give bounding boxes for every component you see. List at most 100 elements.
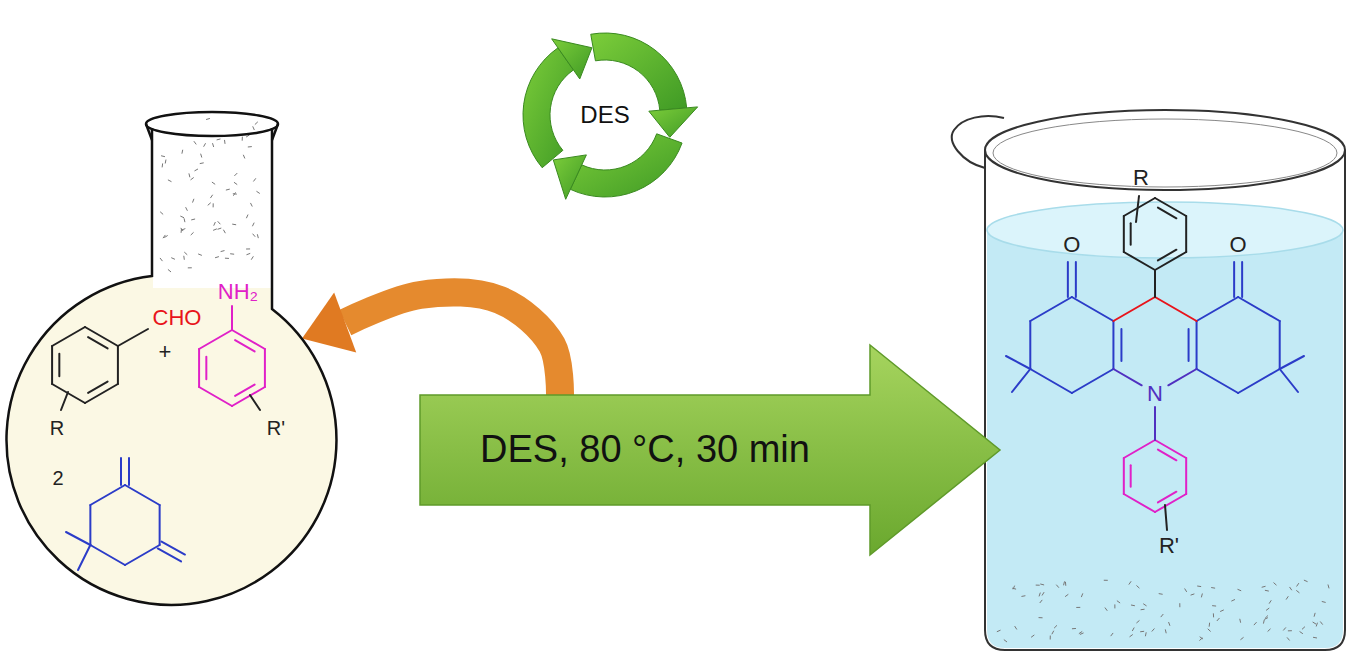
speckle xyxy=(171,258,175,260)
speckle xyxy=(1208,629,1211,632)
bond xyxy=(1158,492,1176,503)
bond xyxy=(1155,440,1186,458)
speckle xyxy=(1322,601,1326,603)
speckle xyxy=(160,258,162,261)
speckle xyxy=(188,267,192,268)
speckle xyxy=(250,203,252,207)
speckle xyxy=(1320,621,1322,624)
outline-group xyxy=(420,345,1000,555)
speckle xyxy=(191,218,195,220)
speckle xyxy=(230,253,234,254)
speckle xyxy=(225,258,229,259)
speckle xyxy=(232,224,236,226)
speckle xyxy=(194,141,196,144)
connector-arrowhead xyxy=(302,292,356,352)
speckle xyxy=(1296,590,1299,592)
bond xyxy=(128,458,130,485)
bond xyxy=(1168,369,1196,385)
speckle xyxy=(1274,583,1277,586)
speckle xyxy=(1056,585,1059,588)
speckle xyxy=(193,199,194,203)
node-outline xyxy=(938,100,1362,656)
speckle xyxy=(213,229,217,230)
bond xyxy=(1130,465,1132,486)
bond xyxy=(198,349,200,387)
speckle xyxy=(1040,583,1044,585)
speckle xyxy=(1262,586,1266,587)
bond xyxy=(1238,369,1280,393)
speckle xyxy=(164,235,167,237)
speckle xyxy=(1290,587,1292,590)
bond xyxy=(1279,321,1281,369)
speckle xyxy=(194,169,197,171)
speckle xyxy=(1199,638,1202,641)
bond xyxy=(118,329,148,346)
substituent-label: R xyxy=(50,417,64,439)
speckle xyxy=(210,195,212,198)
substituent-label: R' xyxy=(267,417,285,439)
speckle xyxy=(180,216,184,218)
bond xyxy=(1185,216,1187,252)
speckle xyxy=(1220,610,1224,612)
substituent-label: R' xyxy=(1159,534,1179,558)
speckle xyxy=(1231,599,1235,601)
speckle xyxy=(1140,631,1144,632)
bond xyxy=(231,306,233,330)
speckle xyxy=(1191,594,1195,595)
speckle xyxy=(246,248,250,249)
recycle-arrowhead xyxy=(649,107,698,137)
speckle xyxy=(1185,588,1187,591)
beaker-inner-rim xyxy=(993,119,1337,187)
speckle xyxy=(160,212,163,215)
bond xyxy=(52,384,85,403)
speckle xyxy=(1104,580,1108,581)
bond xyxy=(1155,297,1197,321)
speckle xyxy=(1004,640,1007,642)
bond xyxy=(199,330,232,349)
speckle xyxy=(1179,603,1180,607)
speckle xyxy=(1240,637,1243,639)
bond xyxy=(1075,262,1077,297)
speckle xyxy=(1304,580,1308,582)
flask-lip xyxy=(146,124,278,140)
speckle xyxy=(1265,590,1269,592)
speckle xyxy=(218,228,222,229)
flask-rim xyxy=(146,112,278,136)
bond xyxy=(1154,270,1156,297)
bond xyxy=(89,505,91,545)
nitrogen-atom: N xyxy=(1147,382,1163,406)
speckle xyxy=(1141,609,1145,611)
speckle xyxy=(1052,631,1054,635)
bond xyxy=(1165,505,1167,530)
bond xyxy=(1123,216,1125,252)
speckle xyxy=(252,223,254,227)
bond xyxy=(1197,369,1239,393)
bond xyxy=(1280,369,1298,392)
speckle xyxy=(1239,619,1241,623)
recycle-arrowhead xyxy=(553,155,586,199)
speckle xyxy=(1065,582,1066,586)
bond xyxy=(264,349,266,387)
speckle xyxy=(1287,637,1290,640)
speckle xyxy=(1040,600,1042,603)
speckle xyxy=(165,160,167,164)
speckle xyxy=(1036,585,1040,586)
speckle xyxy=(1117,601,1120,603)
bond xyxy=(1030,369,1072,393)
bond xyxy=(235,385,255,396)
speckle xyxy=(1300,631,1303,633)
bond xyxy=(78,545,90,570)
speckle xyxy=(1039,593,1040,597)
recycle-label-box: DES xyxy=(550,92,660,138)
speckle xyxy=(191,232,194,235)
speckle xyxy=(233,193,237,194)
recycle-arrowhead xyxy=(552,39,592,79)
speckle xyxy=(1050,636,1051,640)
bond xyxy=(1188,329,1190,361)
bond xyxy=(125,485,160,505)
recycle-icon xyxy=(523,33,698,199)
bond xyxy=(1130,223,1132,244)
bond xyxy=(88,382,108,393)
speckle xyxy=(213,203,214,207)
speckle xyxy=(1263,620,1265,624)
